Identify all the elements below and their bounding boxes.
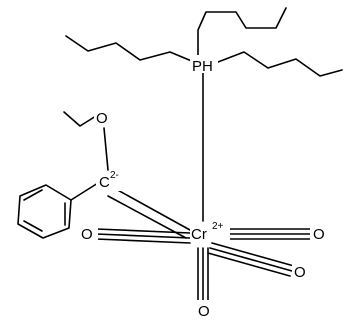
co-ligand-lower-right <box>207 242 295 277</box>
phenyl-ring <box>17 182 99 239</box>
co-ligand-right <box>229 228 311 240</box>
methoxy-group <box>63 111 109 171</box>
co-lower-right-oxygen: O <box>294 264 306 281</box>
co-ligand-bottom <box>197 247 209 309</box>
co-left-oxygen: O <box>81 226 93 243</box>
oxygen-label: O <box>96 110 108 127</box>
carbene-charge: 2- <box>110 170 119 181</box>
carbene-carbon-label: C <box>99 174 110 191</box>
butyl-chain-top <box>197 7 287 59</box>
chromium-charge: 2+ <box>212 221 224 232</box>
carbene-cr-double-bond <box>107 187 191 239</box>
co-right-oxygen: O <box>313 226 325 243</box>
chromium-label: Cr <box>191 226 207 243</box>
butyl-chain-right <box>217 51 343 77</box>
co-bottom-oxygen: O <box>198 303 210 320</box>
phosphorus-label: PH <box>192 58 213 75</box>
co-ligand-left <box>95 228 191 244</box>
butyl-chain-left <box>65 35 195 63</box>
